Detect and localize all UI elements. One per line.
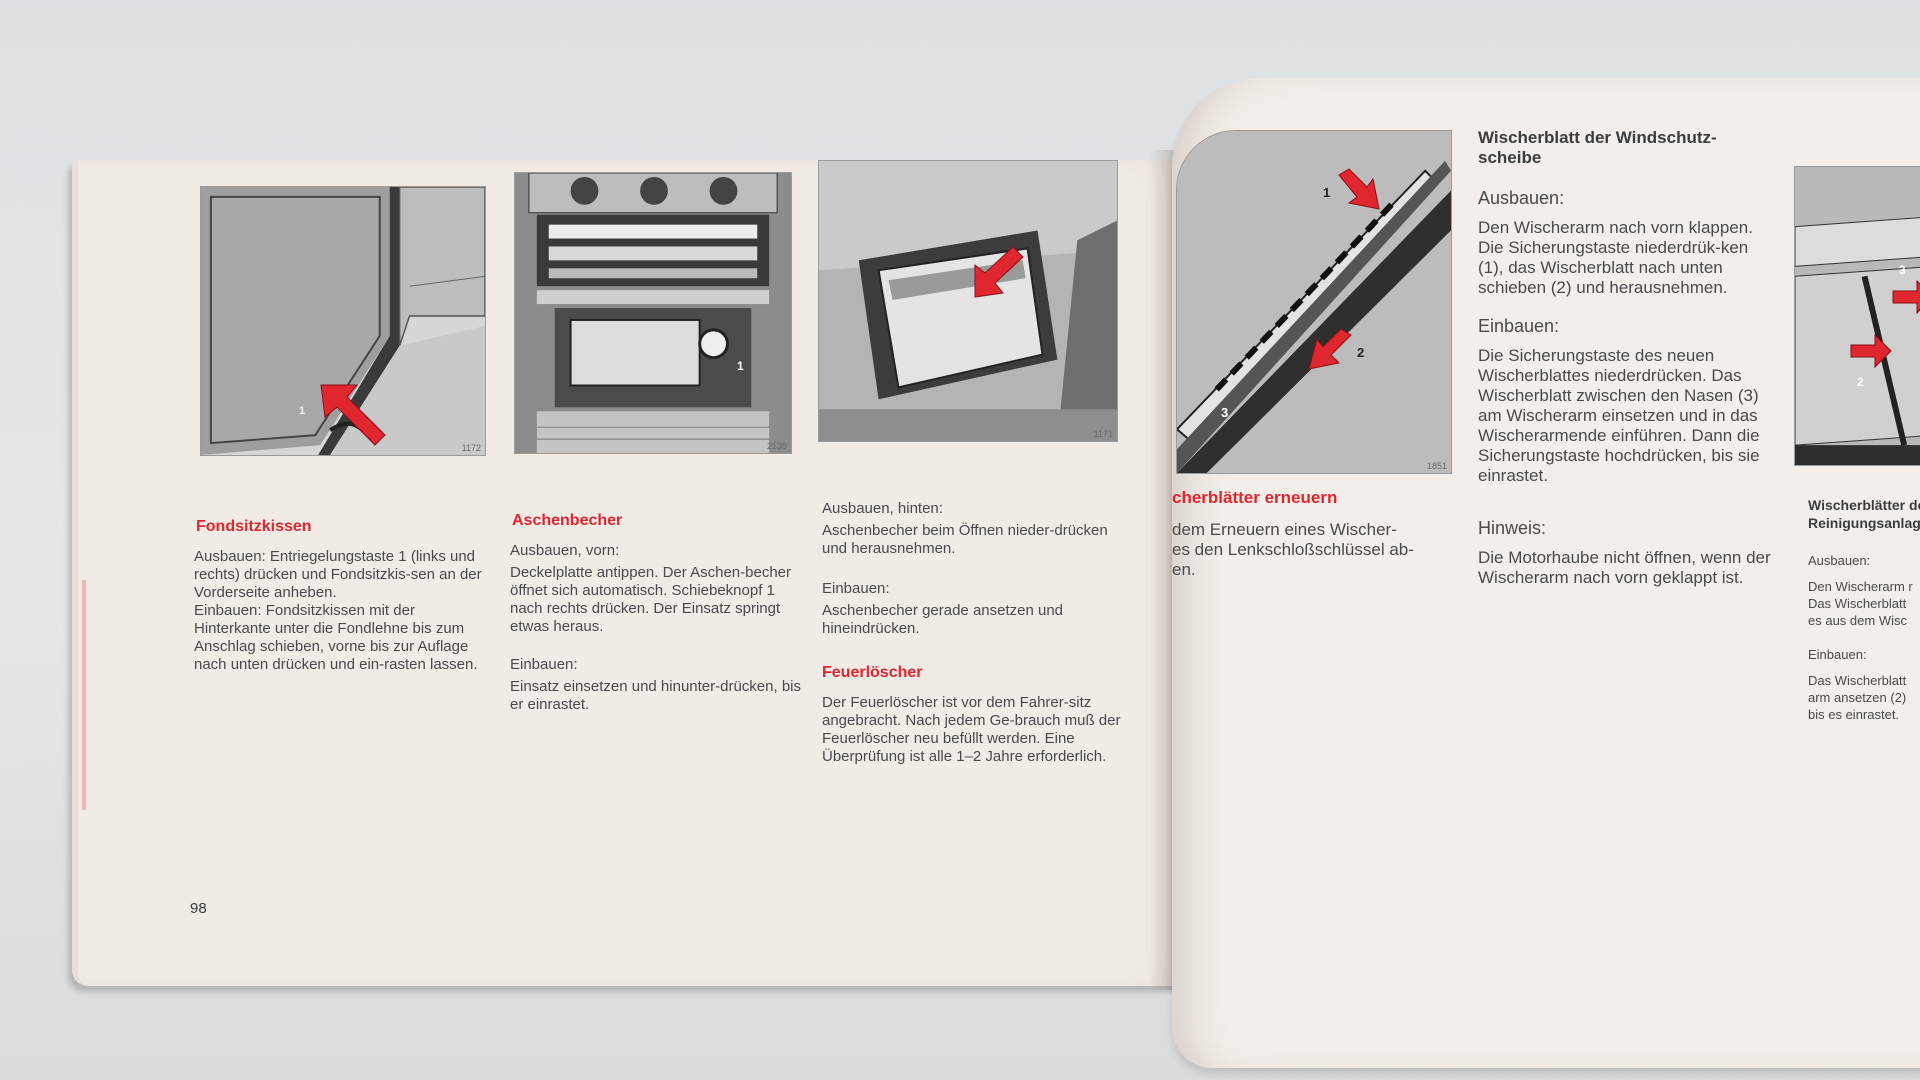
page-edge-mark (82, 580, 86, 810)
right-page: 1 2 3 1851 cherblätter erneuern dem Erne… (1172, 78, 1920, 1068)
callout-3: 3 (1899, 263, 1906, 277)
callout-1: 1 (737, 359, 744, 373)
heading-feuerloescher: Feuerlöscher (822, 664, 923, 681)
callout-1: 1 (1323, 185, 1331, 200)
red-arrow-icon (320, 384, 386, 446)
wiper-blade-illustration: 1 2 3 1851 (1176, 130, 1452, 474)
text-einbauen: Die Sicherungstaste des neuen Wischerbla… (1478, 346, 1760, 485)
sub-einbauen-rear: Einbauen: (1808, 647, 1867, 662)
red-arrow-icon (974, 246, 1024, 298)
heading-wischerblatt-windschutzscheibe: Wischerblatt der Windschutz-scheibe (1478, 128, 1717, 167)
figure-number: 2139 (766, 441, 787, 451)
sub-hinweis: Hinweis: (1478, 518, 1547, 538)
sub-einbauen: Einbauen: (510, 656, 578, 673)
heading-wischerblaetter-erneuern: cherblätter erneuern (1172, 488, 1338, 507)
text-einbauen-hinten: Aschenbecher gerade ansetzen und hineind… (822, 602, 1064, 637)
sub-ausbauen: Ausbauen: (1478, 188, 1565, 208)
text-ausbauen-vorn: Deckelplatte antippen. Der Aschen-becher… (510, 564, 792, 635)
left-page: 1 1172 1 2139 (72, 160, 1184, 986)
ashtray-front-illustration: 1 2139 (514, 172, 792, 454)
text-hinweis: Die Motorhaube nicht öffnen, wenn der Wi… (1478, 548, 1771, 587)
heading-fondsitzkissen: Fondsitzkissen (196, 518, 312, 535)
text-ausbauen-hinten: Aschenbecher beim Öffnen nieder-drücken … (822, 522, 1108, 557)
ashtray-rear-illustration: 1171 (818, 160, 1118, 442)
callout-2: 2 (1357, 345, 1365, 360)
red-arrow-icon (1308, 328, 1352, 370)
red-arrow-icon (1338, 168, 1380, 210)
heading-wischerblaetter-reinigungsanlage: Wischerblätter de Reinigungsanlag (1808, 497, 1920, 531)
red-arrow-icon (1850, 333, 1892, 369)
sub-ausbauen-vorn: Ausbauen, vorn: (510, 542, 620, 559)
text-einbauen: Einsatz einsetzen und hinunter-drücken, … (510, 678, 802, 713)
rear-wiper-illustration: 3 2 (1794, 166, 1920, 466)
sub-einbauen-hinten: Einbauen: (822, 580, 890, 597)
sub-ausbauen-rear: Ausbauen: (1808, 553, 1871, 568)
text-fondsitzkissen: Ausbauen: Entriegelungstaste 1 (links un… (194, 548, 482, 673)
text-ausbauen: Den Wischerarm nach vorn klappen. Die Si… (1478, 218, 1753, 297)
callout-2: 2 (1857, 375, 1864, 389)
seat-cushion-illustration: 1 1172 (200, 186, 486, 456)
text-feuerloescher: Der Feuerlöscher ist vor dem Fahrer-sitz… (822, 694, 1121, 765)
figure-number: 1172 (461, 443, 481, 453)
callout-3: 3 (1221, 405, 1229, 420)
red-arrow-icon (1892, 279, 1920, 315)
text-einbauen-rear: Das Wischerblatt arm ansetzen (2) bis es… (1808, 673, 1907, 722)
page-number: 98 (190, 900, 207, 917)
text-ausbauen-rear: Den Wischerarm r Das Wischerblatt es aus… (1808, 579, 1913, 628)
sub-einbauen: Einbauen: (1478, 316, 1560, 336)
callout-1: 1 (299, 405, 306, 417)
heading-aschenbecher: Aschenbecher (512, 512, 623, 529)
figure-number: 1851 (1426, 461, 1447, 471)
sub-ausbauen-hinten: Ausbauen, hinten: (822, 500, 943, 517)
text-wischerblaetter-erneuern: dem Erneuern eines Wischer- es den Lenks… (1172, 520, 1414, 579)
figure-number: 1171 (1093, 429, 1113, 439)
